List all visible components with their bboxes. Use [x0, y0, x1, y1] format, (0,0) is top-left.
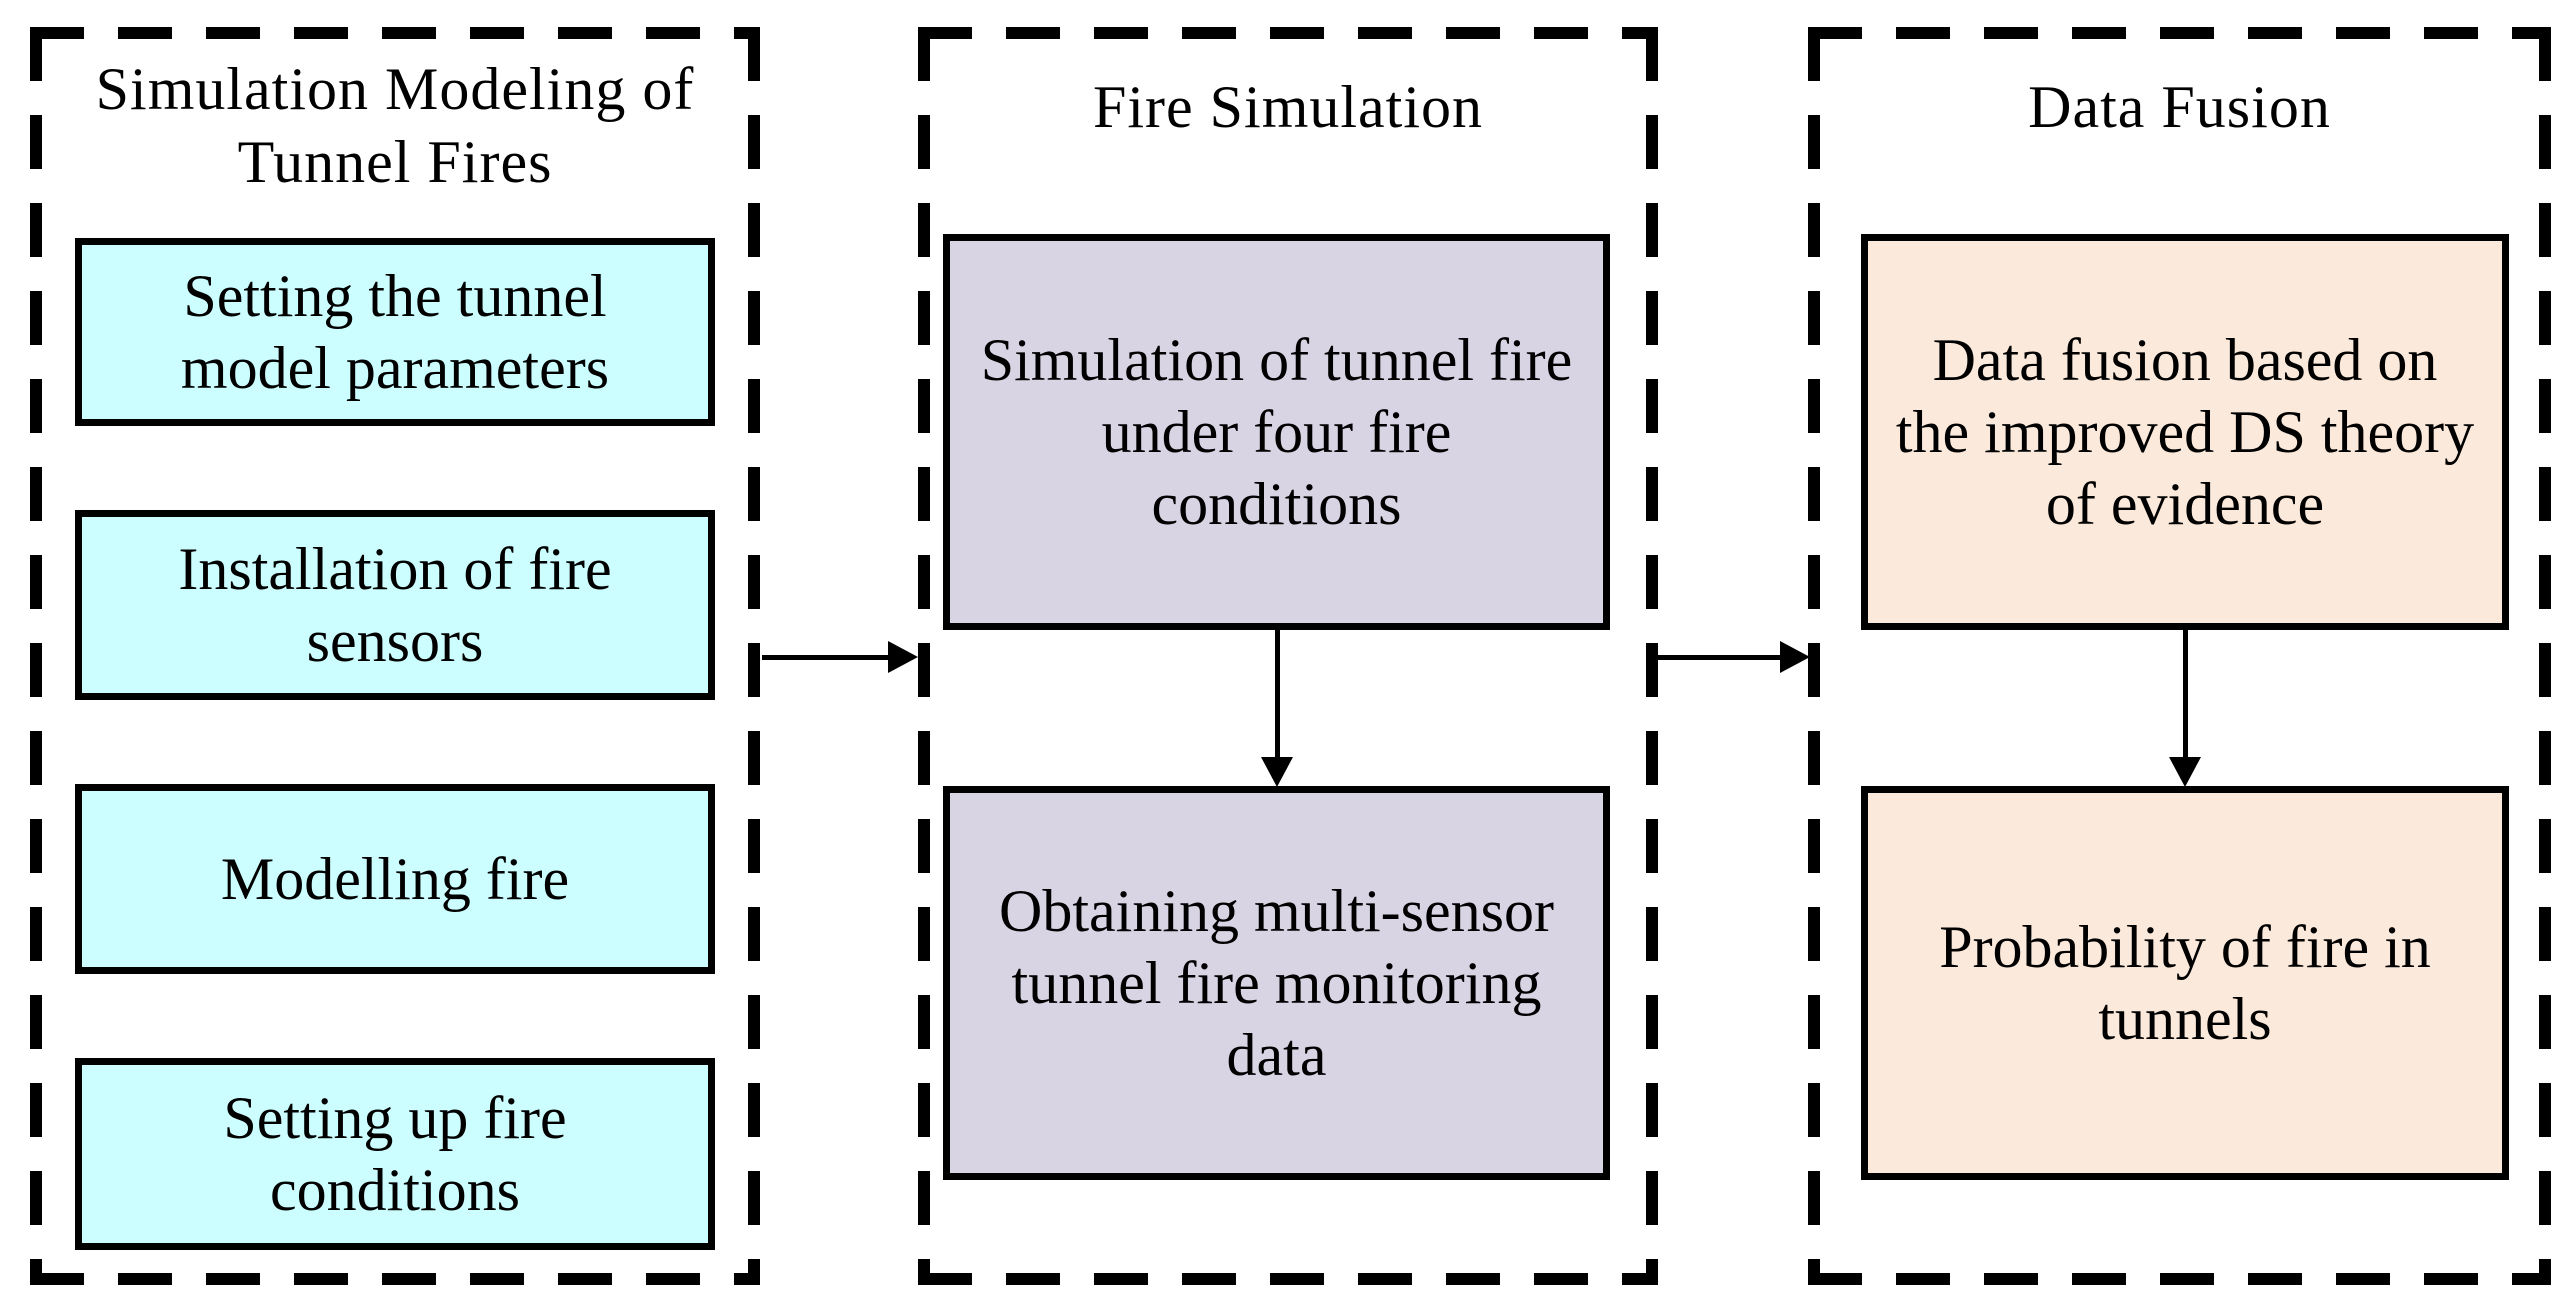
- box-label: Probability of fire in tunnels: [1939, 914, 2431, 1052]
- panel-data-fusion: Data Fusion Data fusion based on the imp…: [1808, 27, 2551, 1285]
- panel-simulation-modeling: Simulation Modeling of Tunnel Fires Sett…: [30, 27, 760, 1285]
- arrow-fusion-to-probability-head-icon: [2169, 757, 2201, 787]
- box-label: Obtaining multi-sensor tunnel fire monit…: [999, 878, 1554, 1088]
- box-installation-of-fire-sensors: Installation of fire sensors: [75, 510, 715, 700]
- arrow-simulation-to-obtaining-head-icon: [1261, 757, 1293, 787]
- box-simulation-of-tunnel-fire: Simulation of tunnel fire under four fir…: [943, 234, 1610, 630]
- box-setting-up-fire-conditions: Setting up fire conditions: [75, 1058, 715, 1250]
- box-label: Setting up fire conditions: [223, 1085, 567, 1223]
- box-label: Data fusion based on the improved DS the…: [1895, 327, 2475, 537]
- panel-fire-simulation: Fire Simulation Simulation of tunnel fir…: [918, 27, 1658, 1285]
- box-label: Installation of fire sensors: [178, 536, 612, 674]
- box-modelling-fire: Modelling fire: [75, 784, 715, 974]
- arrow-fusion-to-probability-line: [2183, 630, 2188, 760]
- arrow-left-to-middle-head-icon: [888, 641, 918, 673]
- panel-title-data-fusion: Data Fusion: [2028, 74, 2331, 140]
- panel-title-simulation-modeling: Simulation Modeling of Tunnel Fires: [95, 56, 695, 196]
- arrow-left-to-middle-line: [762, 655, 890, 660]
- arrow-middle-to-right-head-icon: [1780, 641, 1810, 673]
- box-setting-tunnel-model-parameters: Setting the tunnel model parameters: [75, 238, 715, 426]
- box-label: Modelling fire: [220, 846, 570, 912]
- arrow-middle-to-right-line: [1658, 655, 1782, 660]
- arrow-simulation-to-obtaining-line: [1275, 630, 1280, 760]
- box-obtaining-multi-sensor-data: Obtaining multi-sensor tunnel fire monit…: [943, 786, 1610, 1180]
- box-label: Setting the tunnel model parameters: [180, 263, 610, 401]
- panel-title-fire-simulation: Fire Simulation: [1093, 74, 1483, 140]
- box-label: Simulation of tunnel fire under four fir…: [980, 327, 1573, 537]
- box-probability-of-fire: Probability of fire in tunnels: [1861, 786, 2509, 1180]
- box-data-fusion-ds-theory: Data fusion based on the improved DS the…: [1861, 234, 2509, 630]
